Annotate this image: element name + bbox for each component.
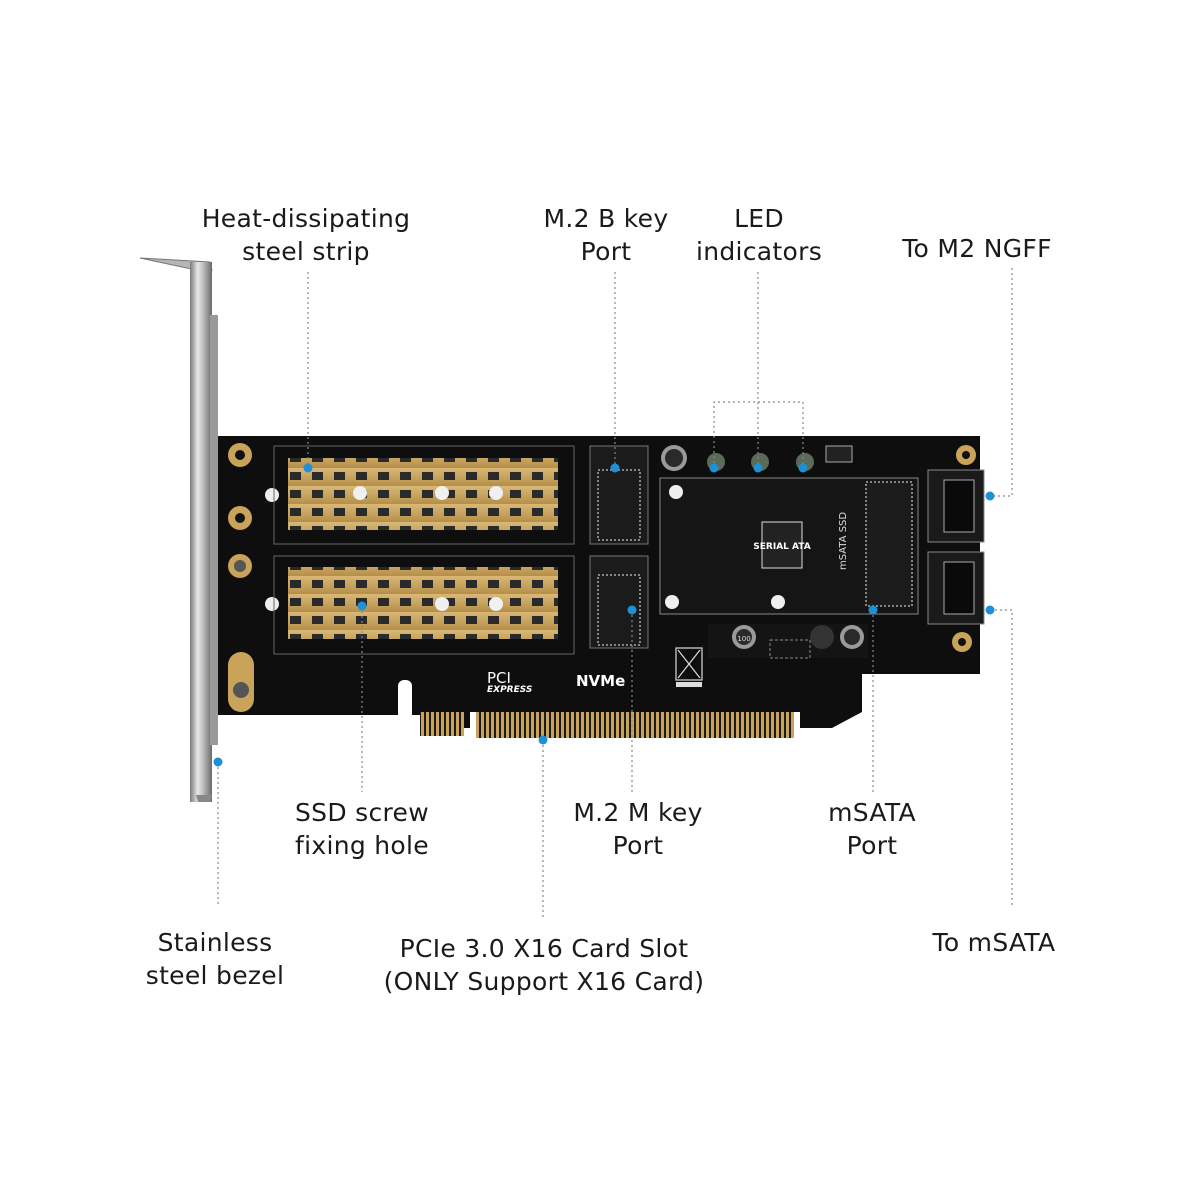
- label-to-msata: To mSATA: [932, 928, 1056, 957]
- nvme-silkscreen: NVMe: [576, 672, 625, 690]
- power-components: 100: [708, 624, 868, 659]
- sata-connectors: [927, 445, 985, 652]
- stainless-steel-bracket: [139, 257, 218, 802]
- led-components: [661, 445, 853, 471]
- msata-area: SERIAL ATA mSATA SSD: [659, 477, 919, 615]
- leader-lines: [217, 268, 1013, 918]
- mounting-holes: [228, 443, 279, 712]
- label-to-m2-ngff: To M2 NGFF: [902, 234, 1052, 263]
- serial-ata-logo: SERIAL ATA: [753, 542, 810, 552]
- capacitor-text: 100: [737, 635, 750, 643]
- weee-icon: [675, 647, 703, 687]
- pcie-logo: PCI EXPRESS: [487, 669, 532, 695]
- leader-dots: [213, 463, 995, 767]
- svg-text:PCI: PCI: [487, 669, 511, 687]
- m2-connectors: [589, 445, 649, 649]
- svg-text:EXPRESS: EXPRESS: [487, 685, 532, 695]
- heat-dissipating-strips: [273, 445, 575, 655]
- label-pcie-card-slot: PCIe 3.0 X16 Card Slot(ONLY Support X16 …: [383, 934, 705, 996]
- msata-silkscreen: mSATA SSD: [838, 512, 849, 570]
